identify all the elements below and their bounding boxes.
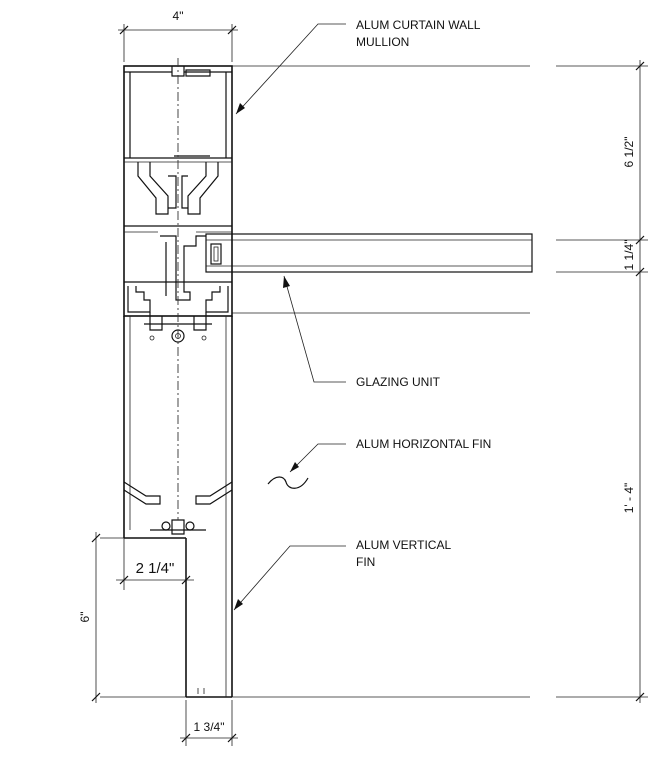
callout-horizontal-fin: ALUM HORIZONTAL FIN	[356, 437, 491, 451]
mullion-profile	[123, 65, 233, 343]
horizontal-fin-break-symbol	[267, 476, 309, 489]
dim-fin-depth: 6"	[78, 612, 92, 623]
dim-mullion-width: 4"	[173, 9, 184, 23]
callout-vertical-fin-line2: FIN	[356, 555, 375, 569]
extension-lines	[100, 65, 648, 698]
dim-glass-thickness: 1 1/4"	[622, 240, 636, 271]
dimension-texts: 4" 6 1/2" 1 1/4" 1' - 4" 2 1/4" 6" 1 3/4…	[78, 9, 636, 734]
callout-vertical-fin-line1: ALUM VERTICAL	[356, 538, 451, 552]
glazing-unit	[205, 233, 533, 273]
dim-upper-height: 6 1/2"	[622, 137, 636, 168]
dim-fin-width: 1 3/4"	[194, 720, 225, 734]
leader-lines	[233, 23, 346, 611]
dim-lower-height: 1' - 4"	[622, 483, 636, 514]
callout-mullion-line1: ALUM CURTAIN WALL	[356, 18, 481, 32]
callout-mullion-line2: MULLION	[356, 35, 409, 49]
dimension-lines	[91, 24, 645, 746]
callout-glazing: GLAZING UNIT	[356, 375, 441, 389]
vertical-fin-profile	[123, 316, 233, 698]
callout-labels: ALUM CURTAIN WALL MULLION GLAZING UNIT A…	[356, 18, 491, 569]
dim-fin-offset: 2 1/4"	[136, 560, 175, 577]
